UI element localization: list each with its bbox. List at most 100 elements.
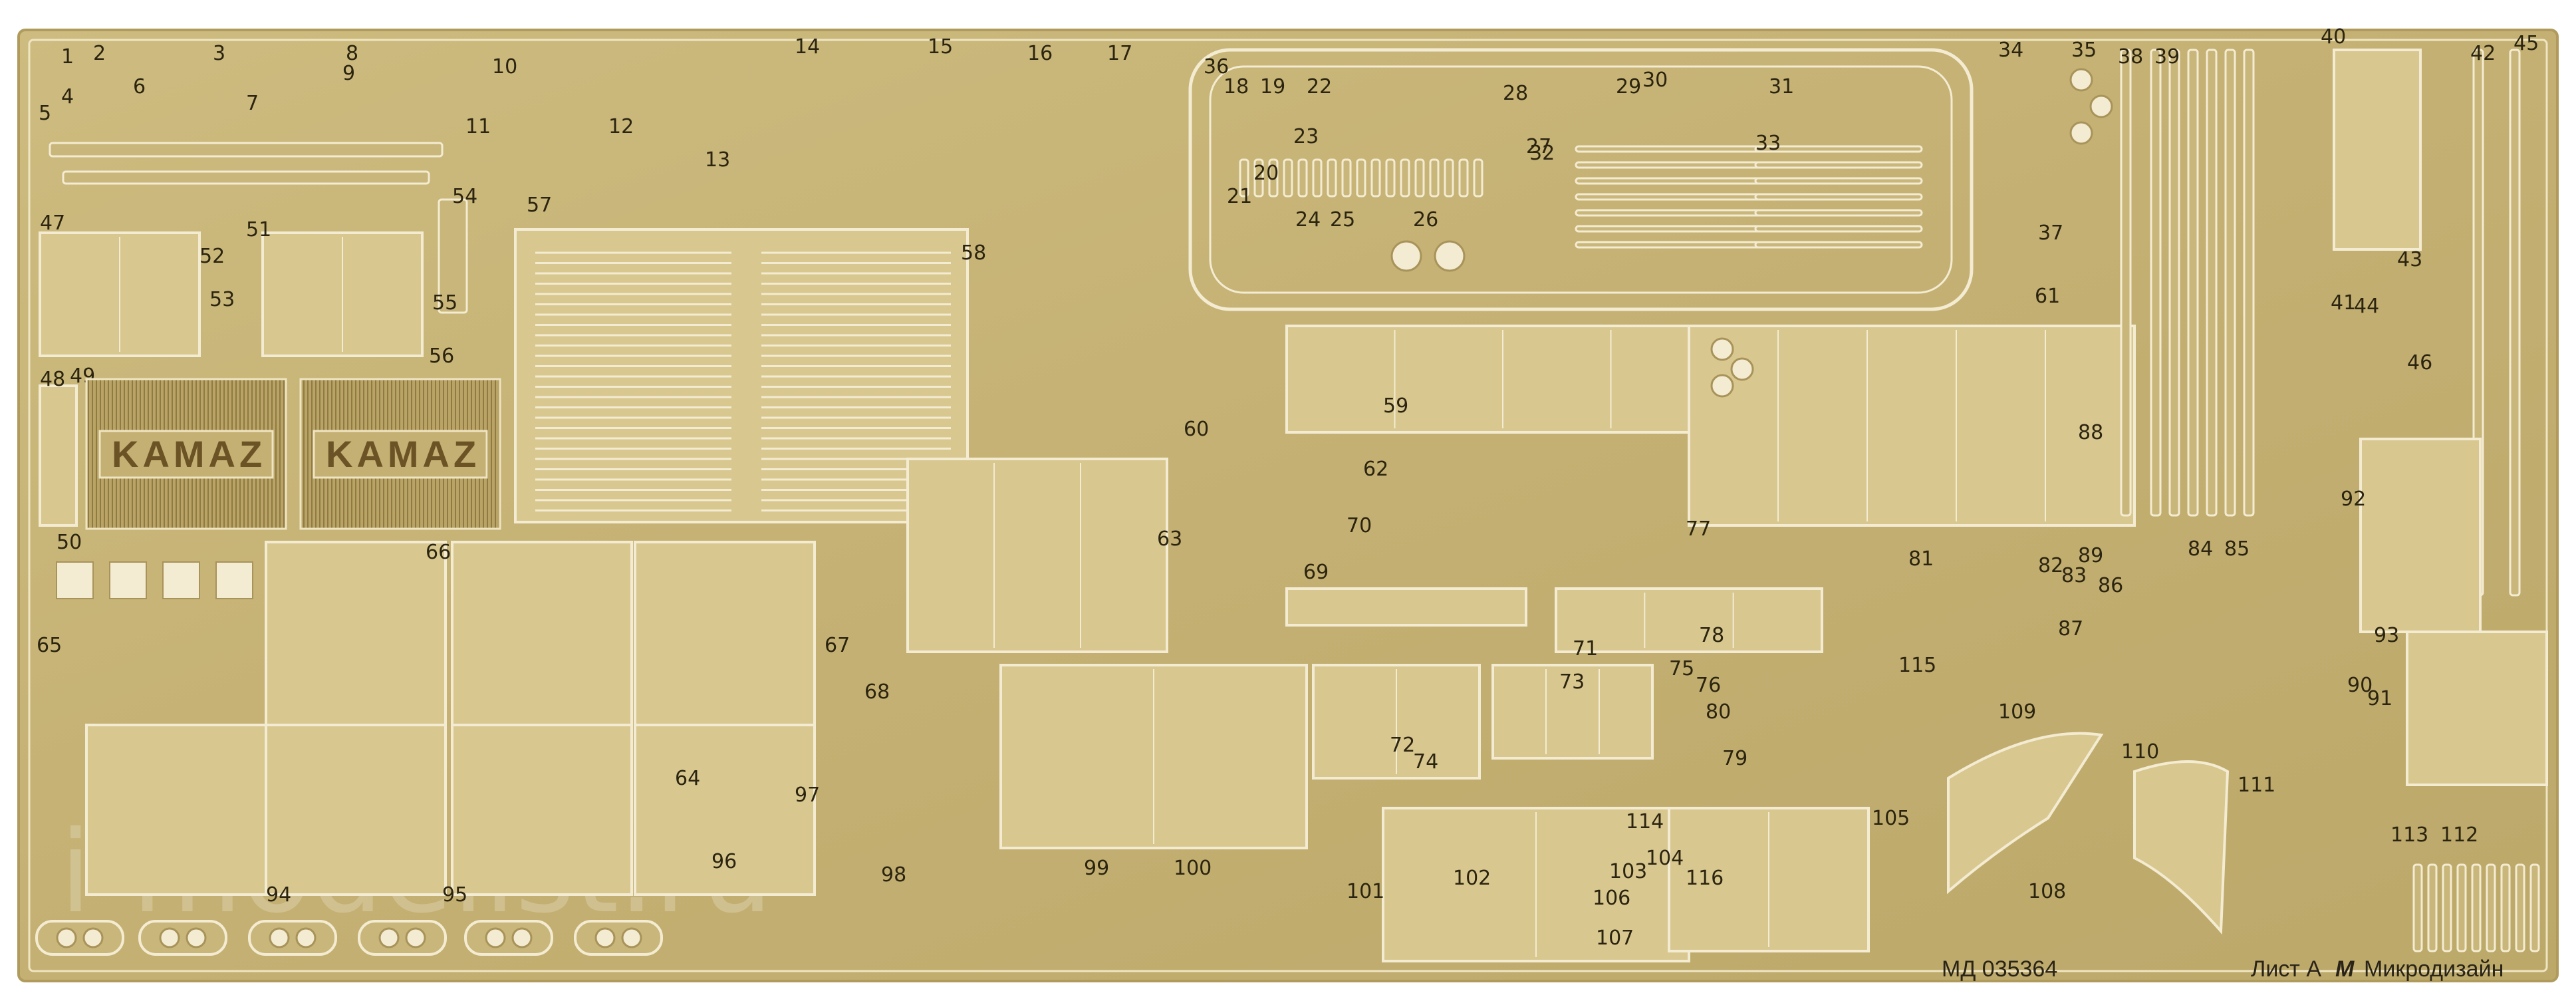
part-number-label: 28 — [1503, 82, 1528, 105]
vertical-rail-39 — [2187, 49, 2199, 517]
long-rail-6 — [62, 170, 430, 185]
part-number-label: 90 — [2347, 674, 2373, 697]
part-number-label: 22 — [1307, 75, 1332, 98]
part-number-label: 47 — [40, 212, 65, 235]
part-number-label: 48 — [40, 368, 65, 391]
part-number-label: 6 — [133, 75, 146, 98]
comb-tooth — [1429, 158, 1440, 198]
part-number-label: 14 — [795, 35, 820, 59]
part-number-label: 26 — [1413, 208, 1438, 231]
part-number-label: 43 — [2397, 248, 2422, 271]
part-number-label: 29 — [1616, 75, 1641, 98]
bracket-73 — [1491, 664, 1654, 760]
kamaz-grille-right: KAMAZ — [299, 378, 501, 530]
part-number-label: 45 — [2513, 32, 2539, 55]
part-number-label: 84 — [2188, 537, 2213, 561]
part-number-label: 11 — [465, 115, 491, 138]
part-number-label: 77 — [1686, 517, 1711, 541]
part-number-label: 8 — [346, 42, 358, 65]
radiator-bar-112 — [2442, 863, 2452, 952]
clamp-hole — [594, 927, 616, 948]
part-number-label: 65 — [37, 634, 62, 657]
part-number-label: 105 — [1872, 807, 1910, 830]
square-cutout-0 — [56, 561, 94, 599]
ring-cluster-1 — [1730, 357, 1754, 381]
part-number-label: 97 — [795, 784, 820, 807]
kamaz-right-label: KAMAZ — [326, 433, 480, 475]
part-number-label: 81 — [1908, 547, 1934, 571]
slot-bar — [1754, 161, 1923, 169]
vertical-rail-39 — [2150, 49, 2162, 517]
part-number-label: 93 — [2374, 624, 2399, 647]
part-number-label: 68 — [864, 680, 890, 704]
part-number-label: 56 — [429, 345, 454, 368]
part-number-label: 86 — [2098, 574, 2123, 597]
part-number-label: 9 — [342, 62, 355, 85]
clamp-hole — [295, 927, 317, 948]
part-number-label: 64 — [675, 767, 700, 790]
part-number-label: 89 — [2078, 544, 2103, 567]
square-cutout-3 — [215, 561, 253, 599]
part-number-label: 44 — [2354, 295, 2379, 318]
radiator-bar-112 — [2529, 863, 2540, 952]
clamp-hole — [378, 927, 400, 948]
part-number-label: 61 — [2035, 285, 2060, 308]
part-number-label: 19 — [1260, 75, 1285, 98]
radiator-bar-112 — [2471, 863, 2482, 952]
comb-tooth — [1356, 158, 1366, 198]
radiator-bar-112 — [2412, 863, 2423, 952]
part-number-label: 23 — [1293, 125, 1319, 148]
part-number-label: 88 — [2078, 421, 2103, 444]
vertical-rail-39 — [2243, 49, 2255, 517]
gauge-frame-inner — [1209, 65, 1953, 294]
tailgate-panel-66-2 — [634, 541, 816, 726]
bracket-71 — [1555, 587, 1823, 653]
gauge-ring — [1390, 240, 1422, 272]
strip-54 — [438, 198, 468, 314]
clamp-hole — [186, 927, 207, 948]
part-number-label: 92 — [2341, 488, 2366, 511]
comb-tooth — [1268, 158, 1279, 198]
comb-tooth — [1444, 158, 1454, 198]
part-number-label: 2 — [93, 42, 106, 65]
clamp-plate-0 — [35, 920, 124, 956]
clamp-plate-2 — [248, 920, 337, 956]
part-number-label: 72 — [1390, 734, 1415, 757]
part-number-label: 62 — [1363, 458, 1388, 481]
comb-tooth — [1239, 158, 1249, 198]
sheet-code: МД 035364 — [1942, 956, 2057, 982]
part-number-label: 59 — [1383, 394, 1408, 418]
vertical-rail-38 — [2120, 49, 2132, 517]
part-number-label: 71 — [1573, 637, 1598, 660]
part-number-label: 25 — [1330, 208, 1355, 231]
part-number-label: 33 — [1755, 132, 1781, 155]
part-number-label: 100 — [1174, 857, 1212, 880]
part-number-label: 35 — [2071, 39, 2097, 62]
comb-tooth — [1458, 158, 1469, 198]
clamp-plate-5 — [574, 920, 663, 956]
part-number-label: 76 — [1696, 674, 1721, 697]
part-number-label: 87 — [2058, 617, 2083, 641]
panel-92 — [2359, 438, 2482, 633]
clamp-hole — [82, 927, 104, 948]
slot-bar — [1754, 177, 1923, 185]
part-number-label: 41 — [2331, 291, 2356, 315]
part-number-label: 21 — [1227, 185, 1252, 208]
clamp-plate-1 — [138, 920, 227, 956]
part-number-label: 108 — [2028, 880, 2066, 903]
part-number-label: 54 — [452, 185, 477, 208]
part-number-label: 113 — [2390, 823, 2428, 847]
part-number-label: 80 — [1706, 700, 1731, 724]
ring-cluster-2 — [1710, 374, 1734, 398]
clamp-plate-4 — [464, 920, 553, 956]
fin-110 — [2133, 760, 2230, 935]
vertical-rail-39 — [2224, 49, 2236, 517]
comb-tooth — [1283, 158, 1293, 198]
kamaz-grille-left: KAMAZ — [85, 378, 287, 530]
bottom-panel-94-2 — [451, 724, 633, 896]
vertical-rail-45 — [2509, 49, 2521, 597]
part-number-label: 78 — [1699, 624, 1724, 647]
part-number-label: 1 — [61, 45, 74, 69]
clamp-hole — [56, 927, 77, 948]
